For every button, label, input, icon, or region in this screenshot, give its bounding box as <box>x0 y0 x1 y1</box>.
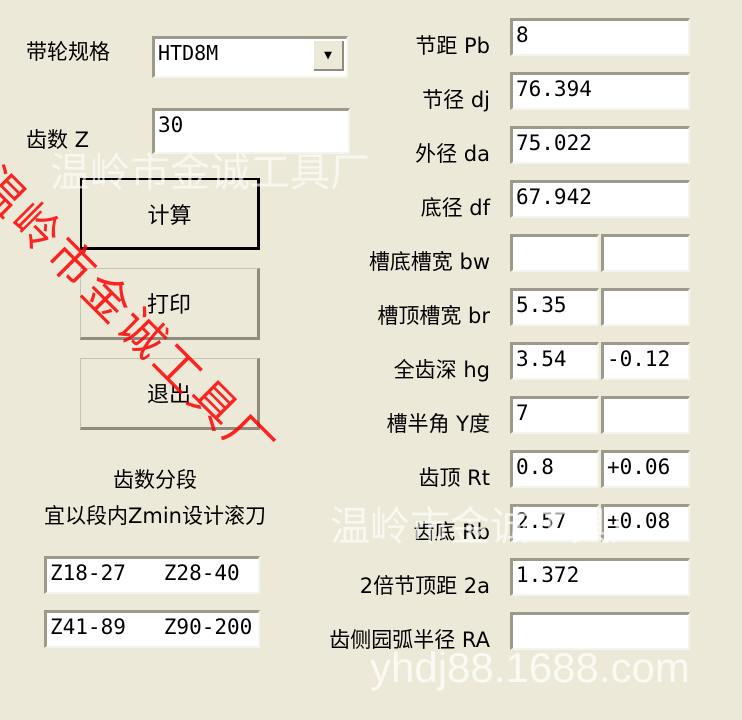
row-value-input[interactable]: 76.394 <box>510 72 690 110</box>
row-label: 齿顶 Rt <box>418 466 490 490</box>
row-value-input[interactable] <box>510 612 690 650</box>
teeth-label: 齿数 Z <box>26 128 90 152</box>
segment-field: Z41-89 Z90-200 <box>44 610 260 648</box>
row-label: 槽底槽宽 bw <box>368 250 490 274</box>
row-label: 全齿深 hg <box>393 358 490 382</box>
row-value-input[interactable]: 3.54 <box>510 342 599 380</box>
row-label: 槽顶槽宽 br <box>377 304 490 328</box>
row-value-input[interactable]: 7 <box>510 396 599 434</box>
row-label: 外径 da <box>415 142 490 166</box>
row-label: 齿侧园弧半径 RA <box>329 628 490 652</box>
belt-spec-value: HTD8M <box>158 41 219 65</box>
row-value-input[interactable]: 8 <box>510 18 690 56</box>
row-label: 节径 dj <box>422 88 490 112</box>
row-tolerance-input[interactable] <box>601 396 690 434</box>
row-label: 齿底 Rb <box>413 520 490 544</box>
exit-button[interactable]: 退出 <box>80 358 260 430</box>
segment-hint: 宜以段内Zmin设计滚刀 <box>44 504 266 528</box>
row-label: 底径 df <box>420 196 490 220</box>
belt-spec-select[interactable]: HTD8M ▼ <box>152 36 348 78</box>
row-value-input[interactable]: 67.942 <box>510 180 690 218</box>
row-value-input[interactable]: 5.35 <box>510 288 599 326</box>
row-tolerance-input[interactable] <box>601 234 690 272</box>
row-value-input[interactable] <box>510 234 599 272</box>
print-button[interactable]: 打印 <box>80 268 260 340</box>
segment-field: Z18-27 Z28-40 <box>44 556 260 594</box>
segment-title: 齿数分段 <box>113 468 197 492</box>
row-tolerance-input[interactable]: ±0.08 <box>601 504 690 542</box>
row-tolerance-input[interactable] <box>601 288 690 326</box>
row-value-input[interactable]: 1.372 <box>510 558 690 596</box>
belt-spec-label: 带轮规格 <box>26 40 110 64</box>
row-tolerance-input[interactable]: +0.06 <box>601 450 690 488</box>
row-label: 2倍节顶距 2a <box>359 574 490 598</box>
row-value-input[interactable]: 0.8 <box>510 450 599 488</box>
row-value-input[interactable]: 2.57 <box>510 504 599 542</box>
teeth-input[interactable]: 30 <box>152 108 350 154</box>
chevron-down-icon[interactable]: ▼ <box>314 41 344 71</box>
row-value-input[interactable]: 75.022 <box>510 126 690 164</box>
row-label: 节距 Pb <box>415 34 490 58</box>
row-tolerance-input[interactable]: -0.12 <box>601 342 690 380</box>
row-label: 槽半角 Y度 <box>386 412 490 436</box>
calculate-button[interactable]: 计算 <box>80 178 260 250</box>
